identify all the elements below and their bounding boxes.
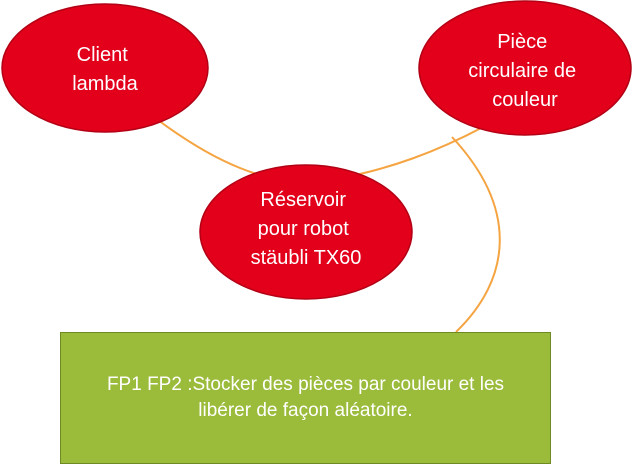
node-client-line: lambda (72, 73, 138, 95)
node-client-label: Client lambda (72, 44, 138, 95)
function-box-text: FP1 FP2 :Stocker des pièces par couleur … (107, 372, 504, 424)
node-piece-shape (418, 0, 632, 136)
node-reservoir-shape (199, 164, 413, 300)
node-reservoir-label: Réservoir pour robot stäubli TX60 (251, 189, 362, 269)
node-piece-line: circulaire de (468, 60, 576, 82)
node-client-line: Client (77, 44, 129, 66)
connector-piece-function (451, 136, 501, 333)
node-client-shape (1, 3, 209, 133)
function-box-line: libérer de façon aléatoire. (198, 400, 413, 421)
node-piece[interactable]: Pièce circulaire de couleur (418, 0, 632, 136)
node-piece-label: Pièce circulaire de couleur (468, 31, 581, 111)
node-reservoir-line: stäubli TX60 (251, 247, 362, 269)
node-reservoir-line: Réservoir (260, 189, 346, 211)
function-box[interactable]: FP1 FP2 :Stocker des pièces par couleur … (60, 332, 551, 464)
node-reservoir[interactable]: Réservoir pour robot stäubli TX60 (199, 164, 413, 300)
node-piece-line: Pièce (497, 31, 547, 53)
node-piece-line: couleur (492, 89, 558, 111)
node-reservoir-line: pour robot (258, 218, 350, 240)
node-client[interactable]: Client lambda (1, 3, 209, 133)
function-box-line: FP1 FP2 :Stocker des pièces par couleur … (106, 374, 505, 395)
